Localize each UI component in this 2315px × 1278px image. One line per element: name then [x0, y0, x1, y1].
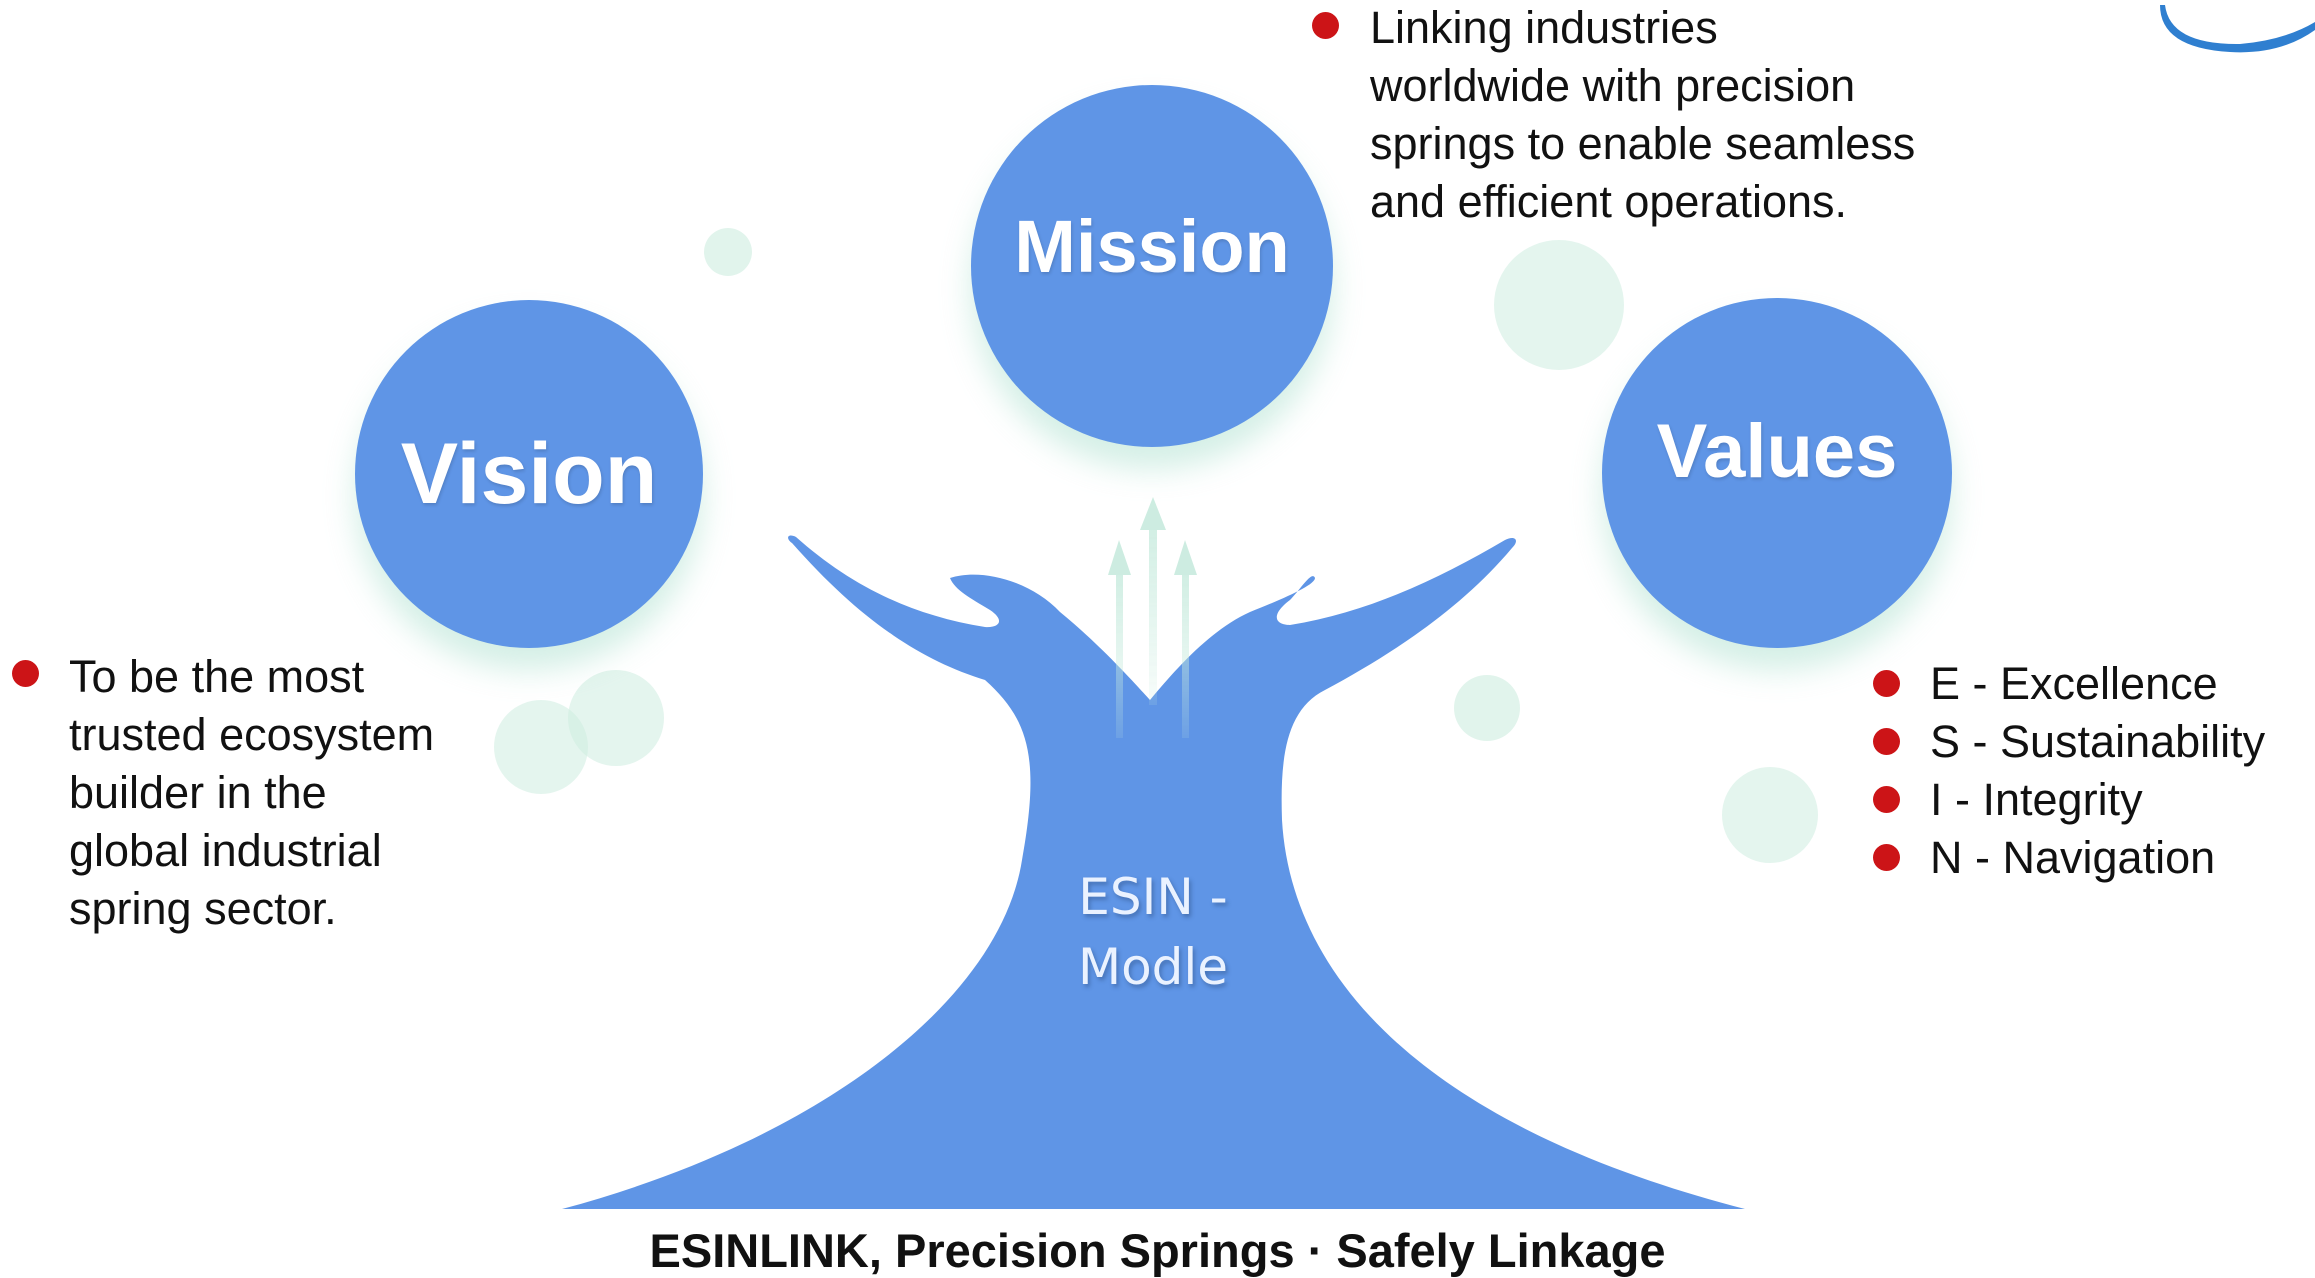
- values-item-label: E - Excellence: [1930, 658, 2218, 709]
- mission-line: Linking industries: [1370, 2, 1718, 53]
- vision-title: Vision: [400, 425, 658, 522]
- bullet-dot-icon: [1873, 728, 1900, 755]
- vision-line: builder in the: [69, 767, 327, 818]
- bullet-dot-icon: [1312, 12, 1339, 39]
- deco-circle: [704, 228, 752, 276]
- vision-line: To be the most: [69, 651, 365, 702]
- tree-trunk-shape: [562, 535, 1745, 1209]
- values-item-label: I - Integrity: [1930, 774, 2143, 825]
- values-item: N - Navigation: [1872, 829, 2312, 887]
- values-title: Values: [1656, 408, 1898, 494]
- vision-line: spring sector.: [69, 883, 337, 934]
- deco-circle: [568, 670, 664, 766]
- vision-line: global industrial: [69, 825, 382, 876]
- trunk-label-line2: Modle: [1077, 938, 1229, 996]
- mission-line: and efficient operations.: [1370, 176, 1848, 227]
- bullet-dot-icon: [1873, 786, 1900, 813]
- mission-bullet: Linking industries worldwide with precis…: [1312, 0, 2012, 231]
- logo-swoosh-icon: [2160, 5, 2315, 53]
- deco-circle: [1722, 767, 1818, 863]
- values-item: S - Sustainability: [1872, 713, 2312, 771]
- bullet-dot-icon: [12, 660, 39, 687]
- vision-circle: Vision: [355, 300, 703, 648]
- vision-bullet: To be the most trusted ecosystem builder…: [12, 648, 482, 938]
- values-circle: Values: [1602, 298, 1952, 648]
- trunk-label-line1: ESIN -: [1078, 868, 1228, 926]
- mission-statement: Linking industries worldwide with precis…: [1312, 0, 2012, 231]
- values-item: E - Excellence: [1872, 655, 2312, 713]
- vision-statement: To be the most trusted ecosystem builder…: [12, 648, 482, 938]
- bullet-dot-icon: [1873, 670, 1900, 697]
- values-item-label: S - Sustainability: [1930, 716, 2266, 767]
- vision-text: To be the most trusted ecosystem builder…: [69, 648, 482, 938]
- mission-circle: Mission: [971, 85, 1333, 447]
- bullet-dot-icon: [1873, 844, 1900, 871]
- upward-arrows-icon: [1108, 497, 1197, 738]
- values-item: I - Integrity: [1872, 771, 2312, 829]
- values-item-label: N - Navigation: [1930, 832, 2216, 883]
- tree-trunk-label: ESIN - Modle: [1053, 862, 1253, 1002]
- values-list: E - Excellence S - Sustainability I - In…: [1872, 655, 2312, 887]
- deco-circle: [1454, 675, 1520, 741]
- deco-circle: [494, 700, 588, 794]
- mission-line: worldwide with precision: [1370, 60, 1856, 111]
- mission-text: Linking industries worldwide with precis…: [1370, 0, 2012, 231]
- mission-title: Mission: [1014, 204, 1290, 288]
- deco-circle: [1494, 240, 1624, 370]
- vision-line: trusted ecosystem: [69, 709, 435, 760]
- footer-tagline: ESINLINK, Precision Springs · Safely Lin…: [649, 1224, 1666, 1277]
- mission-line: springs to enable seamless: [1370, 118, 1916, 169]
